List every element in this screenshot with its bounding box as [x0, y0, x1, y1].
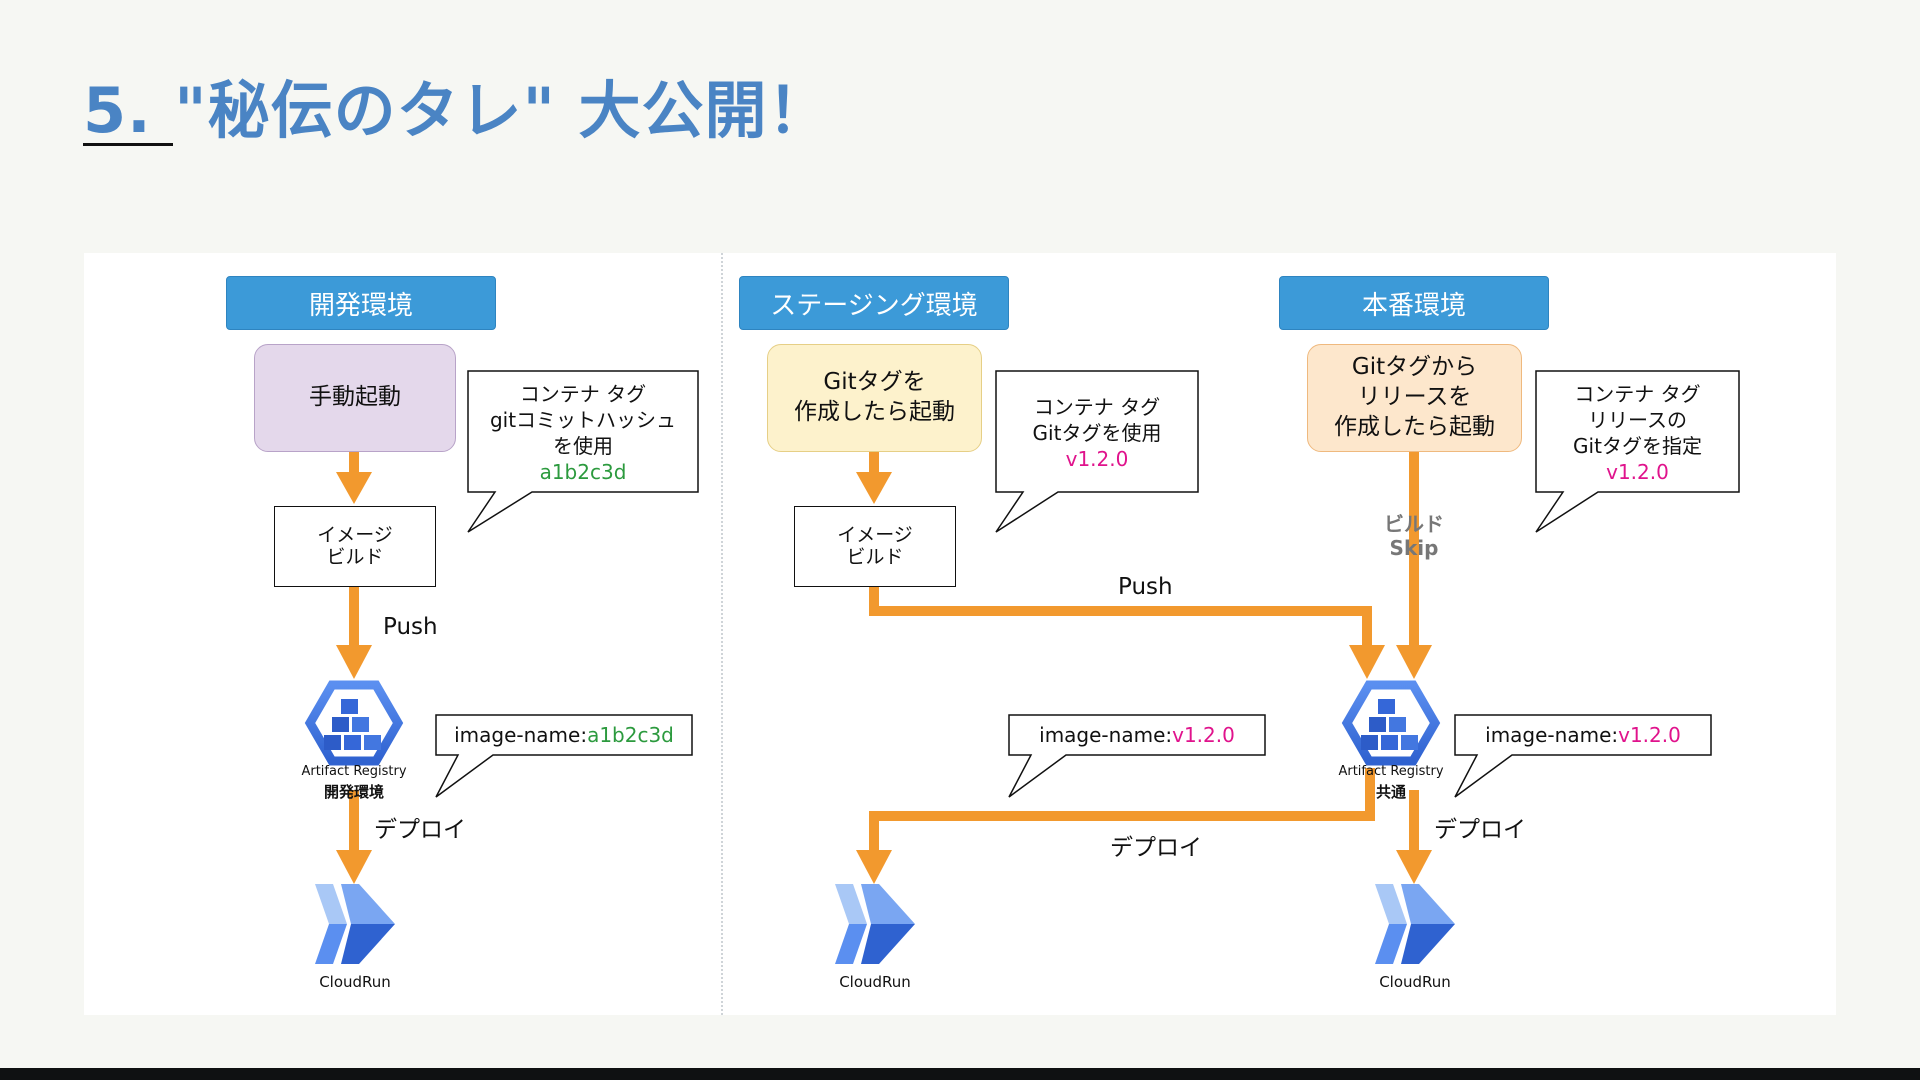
staging-image-callout — [1008, 714, 1266, 798]
staging-trigger: Gitタグを作成したら起動 — [767, 344, 982, 452]
dev-env-header: 開発環境 — [226, 276, 496, 330]
staging-push-label: Push — [1118, 574, 1173, 600]
staging-deploy-label: デプロイ — [1110, 835, 1202, 861]
bottom-bar — [0, 1068, 1920, 1080]
cloudrun-icon-dev — [315, 884, 395, 964]
prod-image-callout — [1454, 714, 1712, 798]
staging-tag-callout — [995, 370, 1199, 533]
column-divider — [721, 253, 723, 1015]
dev-image-text: image-name:a1b2c3d — [454, 723, 674, 747]
dev-push-label: Push — [383, 614, 438, 640]
cloudrun-icon-staging — [835, 884, 915, 964]
staging-image-text: image-name:v1.2.0 — [1039, 723, 1235, 747]
staging-cloudrun-label: CloudRun — [839, 973, 911, 991]
shared-registry-label: 共通 — [1375, 783, 1406, 801]
prod-tag-callout — [1535, 370, 1740, 533]
staging-env-header: ステージング環境 — [739, 276, 1009, 330]
slide-title: 5. "秘伝のタレ" 大公開！ — [83, 74, 831, 147]
dev-cloudrun-label: CloudRun — [319, 973, 391, 991]
registry-icon-shared — [1341, 680, 1441, 766]
registry-icon-dev — [304, 680, 404, 766]
prod-image-text: image-name:v1.2.0 — [1485, 723, 1681, 747]
staging-deploy-arrow — [869, 768, 1375, 852]
dev-registry-label: 開発環境 — [323, 783, 384, 801]
cloudrun-icon-prod — [1375, 884, 1455, 964]
dev-deploy-label: デプロイ — [374, 817, 466, 843]
dev-build-box: イメージビルド — [274, 506, 436, 587]
title-underline — [83, 143, 173, 146]
prod-trigger: Gitタグからリリースを作成したら起動 — [1307, 344, 1522, 452]
shared-registry-name: Artifact Registry — [1338, 764, 1444, 779]
prod-cloudrun-label: CloudRun — [1379, 973, 1451, 991]
prod-env-header: 本番環境 — [1279, 276, 1549, 330]
staging-build-box: イメージビルド — [794, 506, 956, 587]
dev-tag-callout — [467, 370, 699, 533]
dev-trigger: 手動起動 — [254, 344, 456, 452]
dev-image-callout — [435, 714, 693, 798]
prod-deploy-label: デプロイ — [1434, 817, 1526, 843]
staging-push-arrow — [869, 587, 1372, 647]
dev-registry-name: Artifact Registry — [301, 764, 407, 779]
